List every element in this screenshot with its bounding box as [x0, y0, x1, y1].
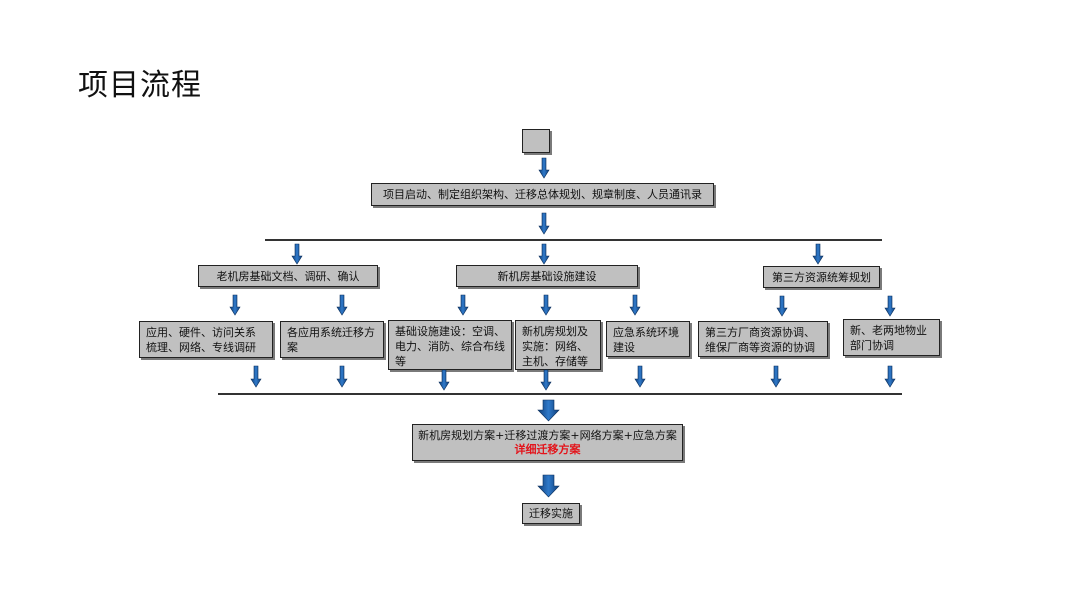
arrow-merge-4: [540, 369, 552, 391]
arrow-to-branch-right: [812, 243, 824, 265]
arrow-to-sub-mid-1: [457, 294, 469, 316]
merge-line: [218, 393, 902, 395]
arrow-merge-5: [634, 365, 646, 388]
arrow-to-sub-mid-2: [540, 294, 552, 316]
arrow-to-sub-mid-3: [629, 294, 641, 316]
arrow-merge-1: [250, 365, 262, 388]
final-migration-box: 迁移实施: [522, 503, 580, 524]
arrow-merge-7: [884, 365, 896, 388]
split-line-top: [265, 239, 882, 241]
arrow-merge-3: [438, 369, 450, 391]
sub-new-room-planning: 新机房规划及实施：网络、主机、存储等: [515, 320, 601, 370]
arrow-to-sub-right-2: [884, 295, 896, 317]
arrow-to-sub-left-2: [336, 294, 348, 316]
arrow-merge-2: [336, 365, 348, 388]
start-box: [522, 129, 550, 153]
branch-third-party: 第三方资源统筹规划: [763, 266, 880, 288]
arrow-step1-to-split: [538, 212, 550, 235]
step-project-start: 项目启动、制定组织架构、迁移总体规划、规章制度、人员通讯录: [371, 183, 714, 206]
detailed-migration-plan-label: 详细迁移方案: [514, 442, 581, 456]
branch-old-room: 老机房基础文档、调研、确认: [198, 265, 378, 287]
branch-new-room: 新机房基础设施建设: [456, 265, 638, 287]
arrow-merge-6: [770, 365, 782, 388]
sub-infrastructure: 基础设施建设：空调、电力、消防、综合布线等: [388, 320, 512, 370]
sub-emergency-system: 应急系统环境建设: [606, 321, 690, 357]
arrow-to-final: [537, 474, 560, 498]
sub-property-coordination: 新、老两地物业部门协调: [843, 319, 940, 356]
sub-vendor-coordination: 第三方厂商资源协调、维保厂商等资源的协调: [698, 321, 828, 357]
arrow-to-branch-mid: [538, 243, 550, 265]
sub-app-hardware-survey: 应用、硬件、访问关系梳理、网络、专线调研: [139, 321, 273, 358]
arrow-start-to-step1: [538, 157, 550, 179]
page-title: 项目流程: [78, 68, 202, 103]
sub-app-migration-plan: 各应用系统迁移方案: [280, 321, 384, 358]
arrow-to-sub-right-1: [776, 295, 788, 317]
plan-box: 新机房规划方案+迁移过渡方案+网络方案+应急方案 详细迁移方案: [412, 424, 683, 461]
arrow-to-branch-left: [291, 243, 303, 265]
arrow-to-sub-left-1: [229, 294, 241, 316]
arrow-to-plan: [537, 399, 560, 422]
